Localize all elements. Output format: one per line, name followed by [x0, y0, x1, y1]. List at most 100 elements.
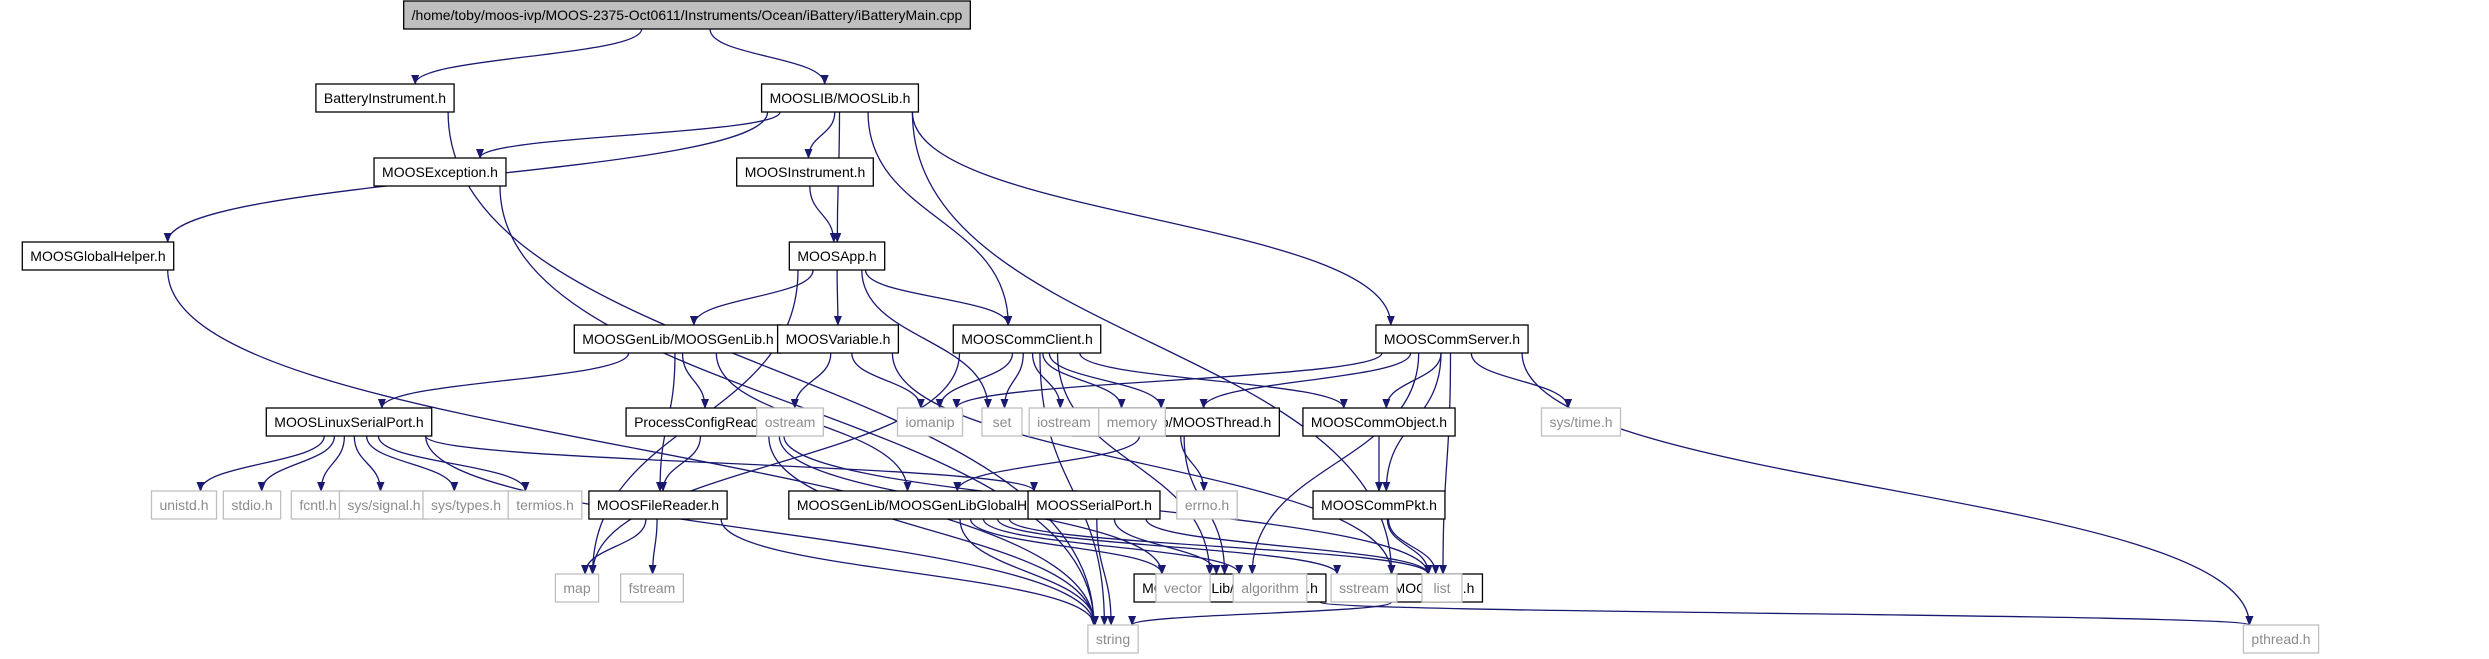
node-mooslib[interactable]: MOOSLIB/MOOSLib.h — [760, 83, 920, 113]
edge-commclient-to-commobject — [1079, 352, 1348, 409]
edge-commclient-to-string — [1039, 352, 1109, 626]
node-box — [1312, 490, 1446, 520]
node-root[interactable]: /home/toby/moos-ivp/MOOS-2375-Oct0611/In… — [403, 0, 971, 30]
node-linuxserial[interactable]: MOOSLinuxSerialPort.h — [265, 407, 433, 437]
node-label: ProcessConfigReader.h — [634, 414, 782, 430]
node-box — [1330, 573, 1398, 603]
edge-linuxserial-to-unistd — [196, 435, 325, 492]
node-box — [315, 83, 455, 113]
node-label: sys/types.h — [431, 497, 501, 513]
node-label: memory — [1107, 414, 1158, 430]
edge-commclient-to-lock — [1056, 352, 1214, 575]
edge-linuxserial-to-serialport — [425, 435, 1038, 492]
node-label: iomanip — [905, 414, 954, 430]
node-commpkt[interactable]: MOOSCommPkt.h — [1312, 490, 1446, 520]
node-battery[interactable]: BatteryInstrument.h — [315, 83, 455, 113]
node-vector: vector — [1155, 573, 1211, 603]
edge-filereader-to-fstream — [648, 518, 658, 575]
node-box — [21, 241, 175, 271]
node-sstream: sstream — [1330, 573, 1398, 603]
edge-app-to-genlib — [689, 269, 814, 326]
node-commclient[interactable]: MOOSCommClient.h — [952, 324, 1102, 354]
edge-app-to-commclient — [864, 269, 1012, 326]
edge-filereader-to-string — [720, 518, 1098, 626]
edge-filereader-to-map — [581, 518, 647, 575]
node-label: vector — [1164, 580, 1202, 596]
node-box — [981, 407, 1023, 437]
node-label: map — [563, 580, 590, 596]
node-box — [1176, 490, 1238, 520]
edge-commclient-to-thread — [1048, 352, 1166, 409]
node-box — [1098, 407, 1166, 437]
edge-genlibglobal-to-algorithm — [982, 518, 1244, 575]
node-errno: errno.h — [1176, 490, 1238, 520]
node-label: iostream — [1037, 414, 1091, 430]
node-systime: sys/time.h — [1540, 407, 1622, 437]
node-app[interactable]: MOOSApp.h — [788, 241, 886, 271]
edge-mooslib-to-msg — [911, 111, 1396, 575]
edge-linuxserial-to-systypes — [365, 435, 459, 492]
edge-app-to-variable — [833, 269, 842, 326]
node-box — [290, 490, 346, 520]
node-label: fstream — [629, 580, 676, 596]
node-exception[interactable]: MOOSException.h — [373, 157, 507, 187]
edge-thread-to-errno — [1180, 435, 1208, 492]
node-label: MOOSSerialPort.h — [1036, 497, 1152, 513]
edge-genlibglobal-to-list — [1008, 518, 1432, 575]
node-box — [1155, 573, 1211, 603]
edge-commclient-to-map — [588, 352, 961, 575]
edge-genlibglobal-to-vector — [969, 518, 1166, 575]
node-label: fcntl.h — [299, 497, 336, 513]
edge-variable-to-msg — [891, 352, 1396, 575]
edge-processconfig-to-string — [768, 435, 1098, 626]
edge-linuxserial-to-termios — [377, 435, 530, 492]
edge-commclient-to-iomanip — [935, 352, 1014, 409]
node-globalhelper[interactable]: MOOSGlobalHelper.h — [21, 241, 175, 271]
edge-serialport-to-list — [1145, 518, 1432, 575]
edge-mooslib-to-exception — [476, 111, 781, 159]
node-box — [403, 0, 971, 30]
node-label: MOOSCommObject.h — [1311, 414, 1447, 430]
edge-genlib-to-linuxserial — [377, 352, 630, 409]
edge-msg-to-string — [1128, 601, 1393, 626]
node-label: string — [1096, 631, 1130, 647]
node-box — [150, 490, 218, 520]
node-commobject[interactable]: MOOSCommObject.h — [1302, 407, 1456, 437]
node-label: MOOSGlobalHelper.h — [30, 248, 165, 264]
node-label: sys/time.h — [1549, 414, 1612, 430]
edge-commclient-to-memory — [1042, 352, 1126, 409]
node-box — [736, 157, 874, 187]
node-box — [776, 324, 900, 354]
node-map: map — [554, 573, 600, 603]
edge-serialport-to-lock — [1113, 518, 1221, 575]
edge-commserver-to-lock — [1248, 352, 1420, 575]
node-box — [1540, 407, 1622, 437]
edge-instrument-to-app — [809, 185, 838, 243]
node-termios: termios.h — [507, 490, 583, 520]
node-box — [2242, 624, 2320, 654]
edge-globalhelper-to-string — [167, 269, 1098, 626]
node-box — [573, 324, 783, 354]
node-box — [756, 407, 824, 437]
node-fstream: fstream — [620, 573, 684, 603]
node-variable[interactable]: MOOSVariable.h — [776, 324, 900, 354]
node-genlib[interactable]: MOOSGenLib/MOOSGenLib.h — [573, 324, 783, 354]
edge-commclient-to-set — [1000, 352, 1024, 409]
edge-serialport-to-string — [1096, 518, 1116, 626]
node-label: MOOSFileReader.h — [597, 497, 719, 513]
node-label: MOOSException.h — [382, 164, 498, 180]
node-filereader[interactable]: MOOSFileReader.h — [588, 490, 728, 520]
node-memory: memory — [1098, 407, 1166, 437]
node-instrument[interactable]: MOOSInstrument.h — [736, 157, 874, 187]
edge-commpkt-to-list — [1387, 518, 1440, 575]
node-box — [588, 490, 728, 520]
node-box — [760, 83, 920, 113]
edge-linuxserial-to-stdio — [257, 435, 336, 492]
edge-lock-to-pthread — [1319, 601, 2253, 626]
node-serialport[interactable]: MOOSSerialPort.h — [1027, 490, 1161, 520]
node-box — [1302, 407, 1456, 437]
node-iostream: iostream — [1028, 407, 1100, 437]
node-box — [554, 573, 600, 603]
node-commserver[interactable]: MOOSCommServer.h — [1375, 324, 1529, 354]
edge-commserver-to-systime — [1470, 352, 1573, 409]
